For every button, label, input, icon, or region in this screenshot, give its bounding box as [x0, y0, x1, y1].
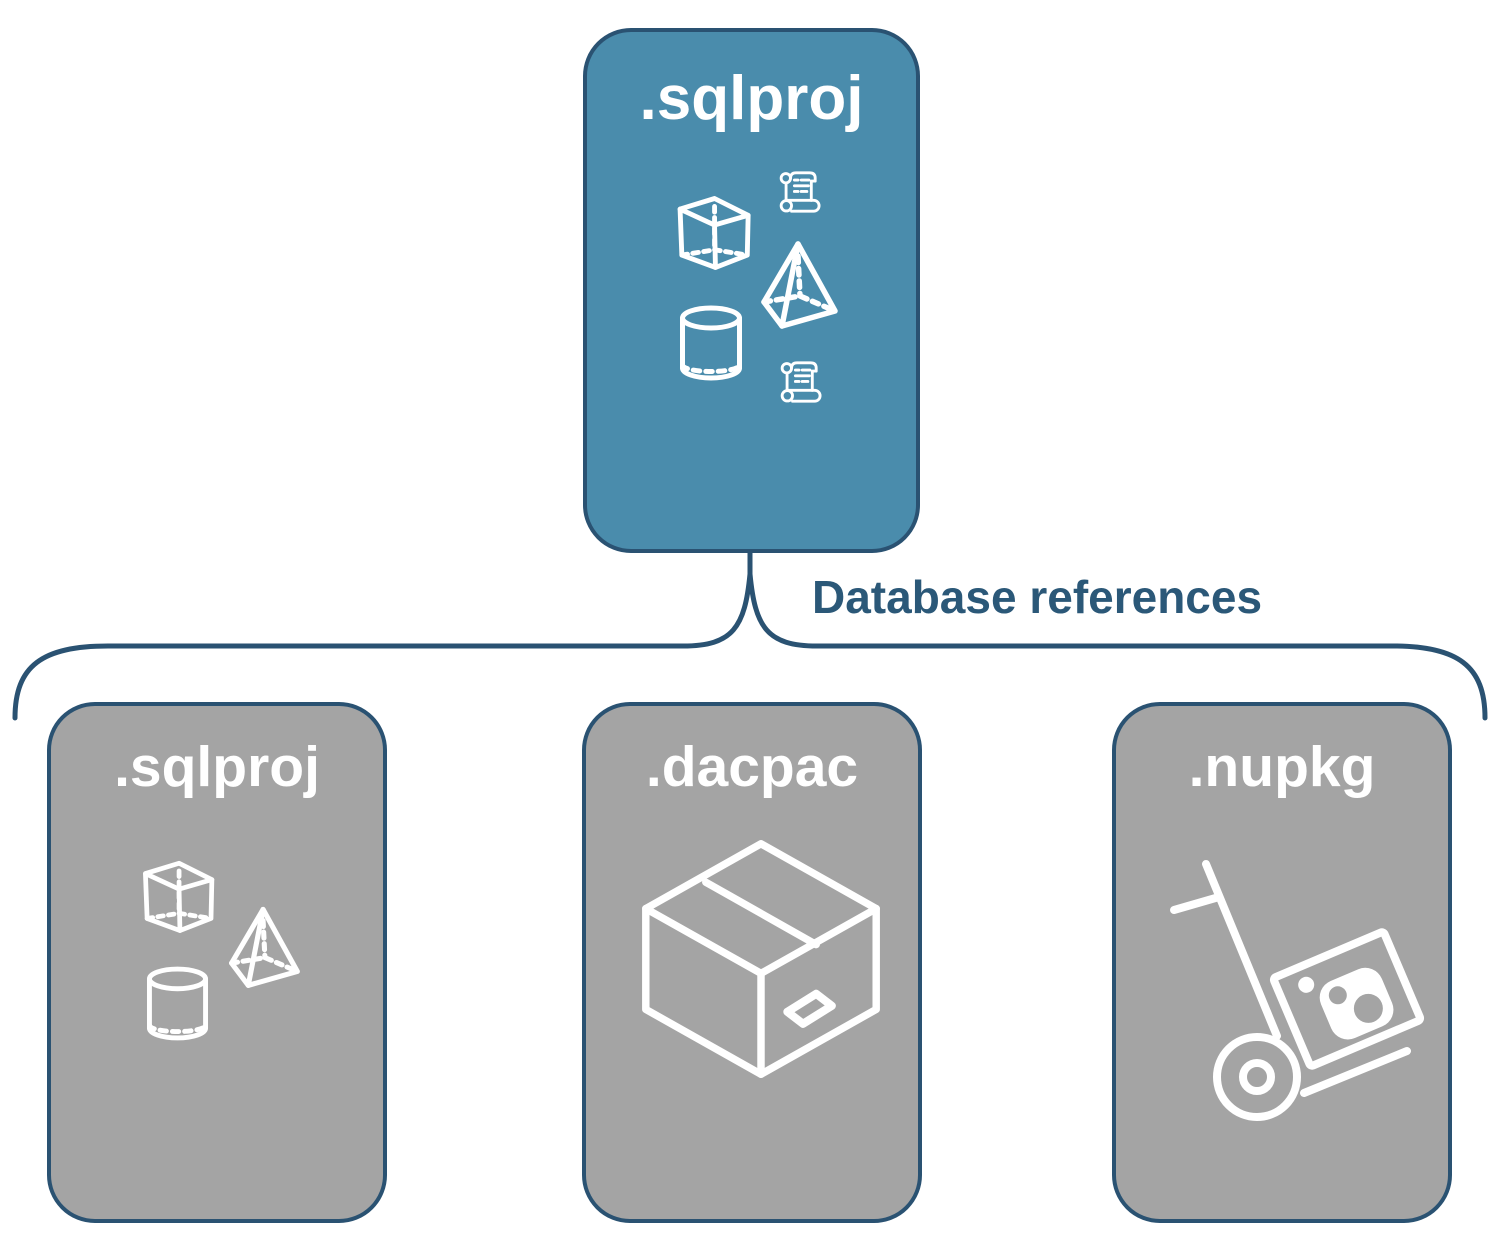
cylinder-icon — [146, 966, 209, 1041]
hand-truck-toe-plate — [1300, 1047, 1411, 1097]
pyramid-icon — [215, 902, 313, 990]
child-box-title: .sqlproj — [114, 735, 320, 799]
child-box-title: .nupkg — [1188, 735, 1376, 799]
hand-truck-grip — [1170, 893, 1223, 914]
cube-icon — [671, 187, 759, 271]
cylinder-icon — [679, 305, 743, 381]
root-box-sqlproj: .sqlproj — [583, 28, 920, 553]
cube-icon — [137, 852, 222, 934]
scroll-icon — [772, 356, 824, 408]
scroll-icon — [771, 166, 823, 218]
root-box-title: .sqlproj — [639, 64, 864, 133]
hand-truck-handle — [1202, 860, 1281, 1040]
child-box-sqlproj: .sqlproj — [47, 702, 387, 1223]
child-box-nupkg: .nupkg — [1112, 702, 1452, 1223]
nuget-package-icon — [1269, 928, 1425, 1070]
child-box-title: .dacpac — [645, 735, 859, 799]
connector-label: Database references — [812, 571, 1263, 623]
hand-truck-wheel-hub — [1239, 1059, 1275, 1095]
hand-truck-package-icon — [1164, 844, 1425, 1129]
curly-brace — [12, 571, 1488, 721]
child-box-dacpac: .dacpac — [582, 702, 922, 1223]
package-box-icon — [641, 834, 881, 1084]
pyramid-icon — [749, 236, 849, 331]
hand-truck-wheel — [1213, 1033, 1301, 1121]
